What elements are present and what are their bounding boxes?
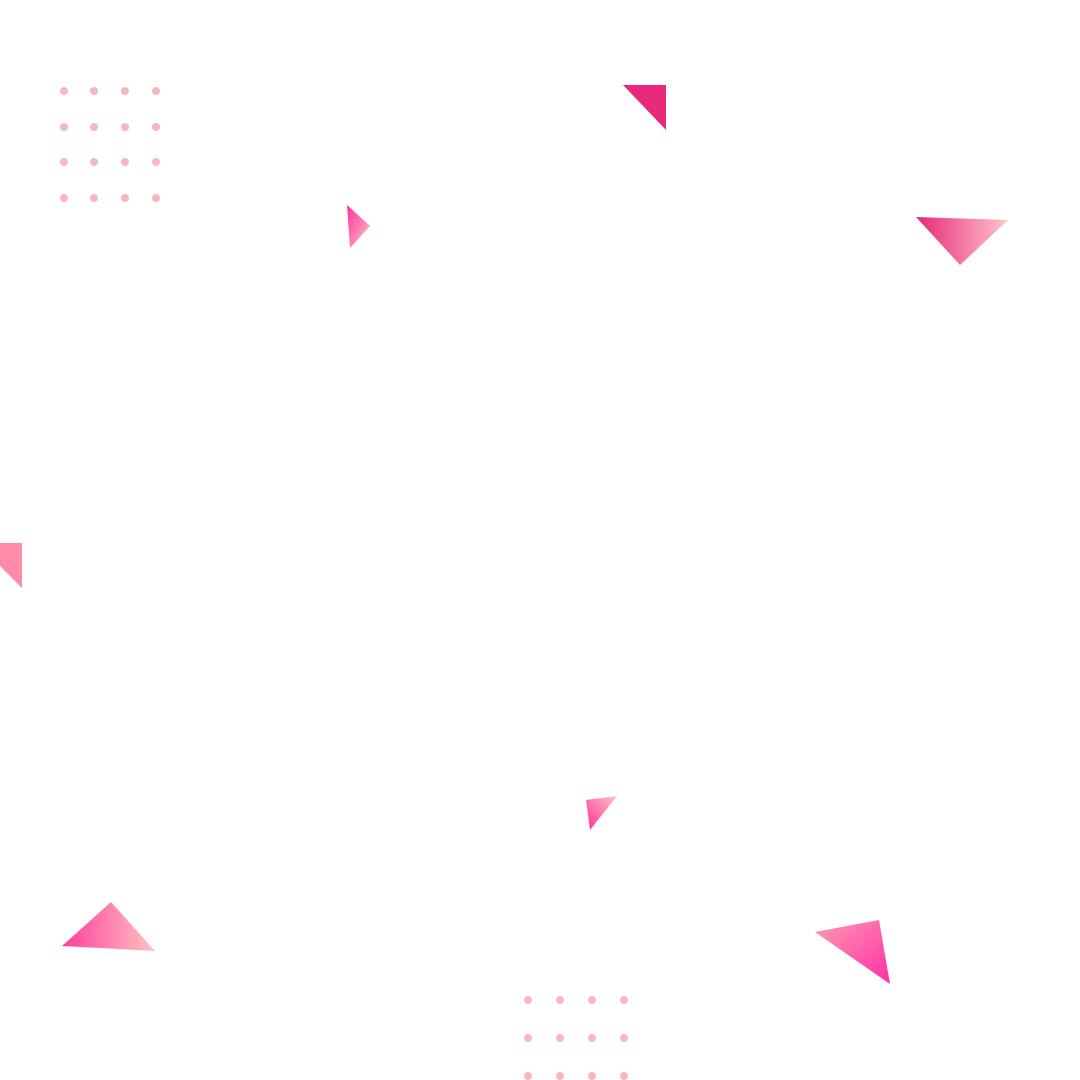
triangle-center-small	[586, 796, 617, 830]
triangle-top-small	[347, 205, 370, 248]
triangle-bottom-right	[815, 920, 890, 984]
triangle-left-edge	[0, 543, 22, 588]
triangle-top-right	[916, 217, 1008, 265]
triangle-bottom-left	[62, 902, 155, 951]
dot-grid-bottom-center	[524, 996, 628, 1080]
dot-grid-top-left	[60, 87, 160, 202]
triangle-top-center	[623, 85, 666, 130]
